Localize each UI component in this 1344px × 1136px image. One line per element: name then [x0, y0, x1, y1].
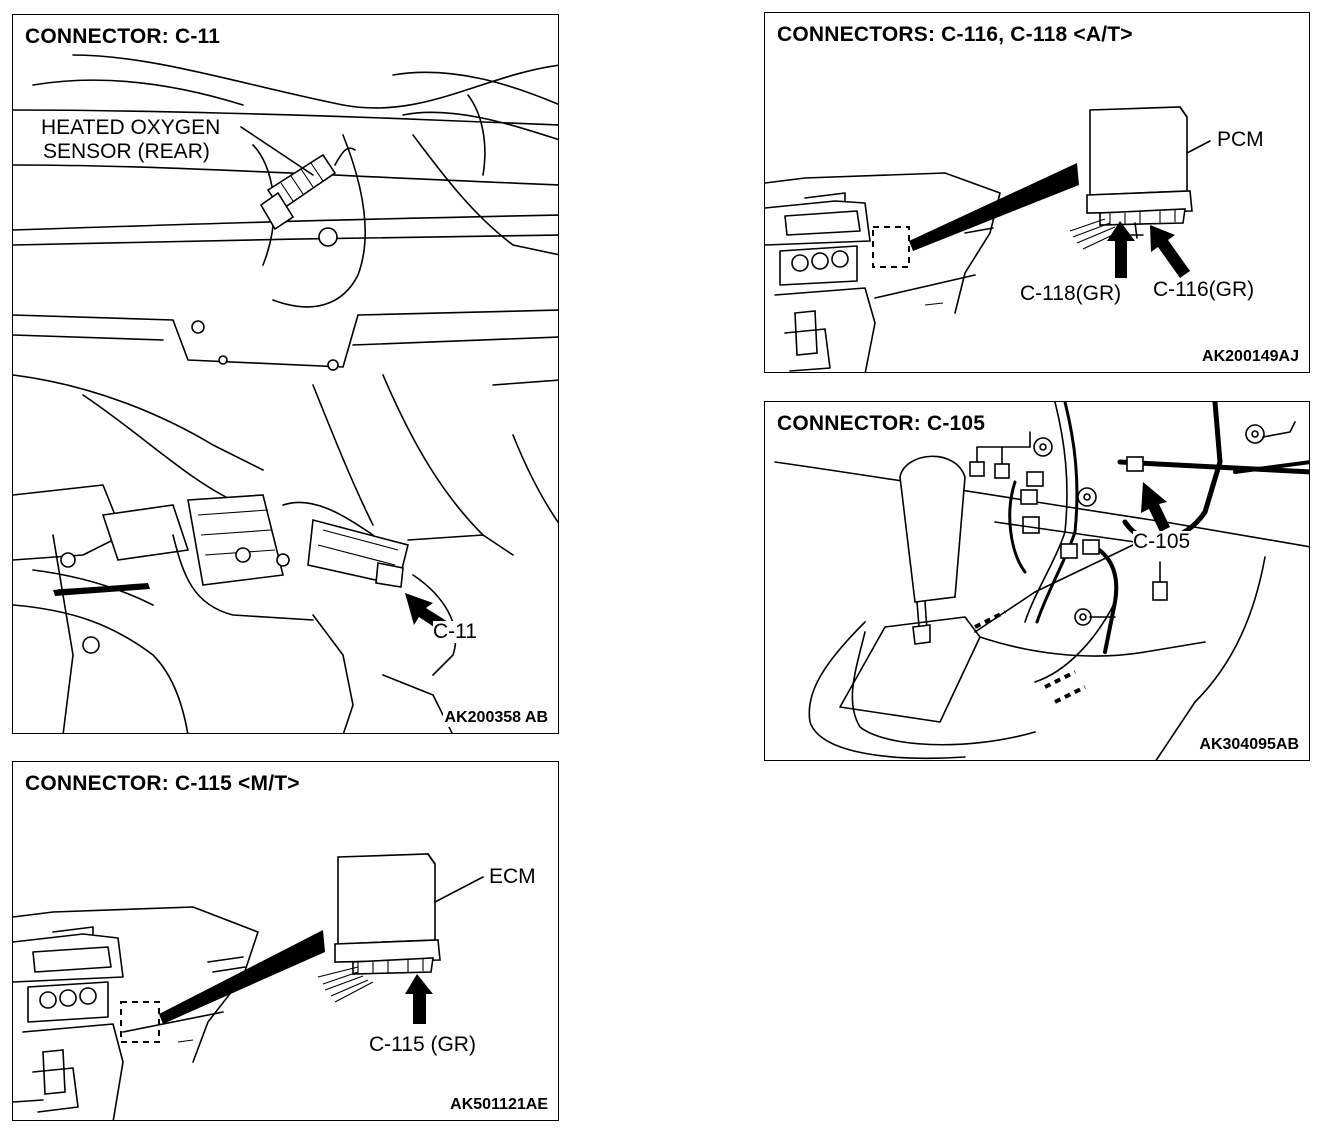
- connector-label: C-115 (GR): [369, 1033, 476, 1056]
- dashboard-ecm-illustration: [13, 853, 484, 1120]
- panel-connector-c105: CONNECTOR: C-105 C-105 AK304095AB: [764, 401, 1310, 761]
- panel-connector-c115: CONNECTOR: C-115 <M/T> ECM C-115 (GR) AK…: [12, 761, 559, 1121]
- sensor-label-line1: HEATED OXYGEN: [41, 116, 221, 139]
- oxygen-sensor: [259, 147, 356, 247]
- location-box: [872, 226, 910, 268]
- connector-arrow-c116: [1150, 225, 1190, 278]
- panel-title: CONNECTOR: C-105: [777, 412, 990, 436]
- connector-label: C-105: [1133, 530, 1191, 553]
- figure-code: AK200358 AB: [442, 709, 550, 727]
- connector-arrow: [1141, 482, 1170, 532]
- panel-title: CONNECTOR: C-11: [25, 25, 225, 49]
- dashboard: [765, 172, 1001, 372]
- ground-terminals: [1033, 421, 1296, 626]
- location-box: [120, 1001, 160, 1043]
- sensor-label-line2: SENSOR (REAR): [43, 140, 210, 163]
- small-connectors: [969, 431, 1168, 601]
- shift-lever: [899, 455, 966, 645]
- dashboard: [13, 906, 259, 1120]
- connector-arrow-c118: [1107, 221, 1135, 278]
- connector-label-c118: C-118(GR): [1020, 282, 1122, 305]
- pcm-module: [1069, 106, 1193, 250]
- figure-code: AK200149AJ: [1200, 348, 1301, 366]
- ecm-module: [317, 853, 441, 1003]
- panel-connector-c116-c118: CONNECTORS: C-116, C-118 <A/T> PCM C-118…: [764, 12, 1310, 373]
- connector-label: C-11: [433, 620, 477, 643]
- ecm-label: ECM: [489, 865, 536, 888]
- pcm-label: PCM: [1217, 128, 1264, 151]
- figure-code: AK304095AB: [1197, 736, 1301, 754]
- connector-arrow: [405, 974, 433, 1024]
- c105-connector: [1126, 456, 1144, 472]
- panel-title: CONNECTOR: C-115 <M/T>: [25, 772, 304, 796]
- panel-title: CONNECTORS: C-116, C-118 <A/T>: [777, 23, 1137, 47]
- connector-label-c116: C-116(GR): [1153, 278, 1255, 301]
- console-shifter-illustration: [774, 402, 1309, 760]
- panel-connector-c11: CONNECTOR: C-11 HEATED OXYGEN SENSOR (RE…: [12, 14, 559, 734]
- figure-code: AK501121AE: [448, 1096, 550, 1114]
- underbody-illustration: [13, 54, 558, 733]
- dashboard-pcm-illustration: [765, 106, 1211, 372]
